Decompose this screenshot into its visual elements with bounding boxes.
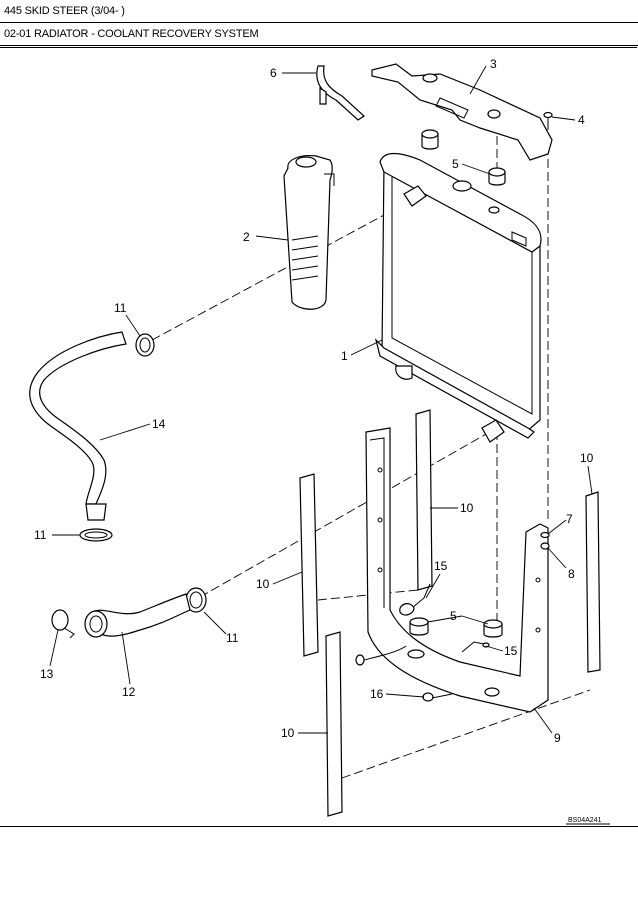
leader-lines xyxy=(49,65,593,734)
drawing-code: BS04A241 xyxy=(568,817,602,824)
callout-15-upper: 15 xyxy=(434,559,448,573)
hose-clamp-middle-part xyxy=(185,587,207,613)
callout-16: 16 xyxy=(370,687,384,701)
seal-strip-bottom-part xyxy=(325,631,343,817)
callout-15-lower: 15 xyxy=(504,644,518,658)
upper-radiator-hose-part xyxy=(29,331,127,521)
nut-part xyxy=(540,542,550,550)
callout-11-lower: 11 xyxy=(34,528,47,542)
mounting-bracket-part xyxy=(371,63,553,161)
diagram-frame xyxy=(0,47,637,903)
callout-10-bottom: 10 xyxy=(281,726,295,740)
ground-strap-part xyxy=(399,583,490,653)
washer-part xyxy=(540,531,550,539)
callout-labels: 6 3 4 5 2 1 11 14 11 10 10 7 8 10 15 5 1… xyxy=(34,57,594,745)
lower-radiator-hose-part xyxy=(84,593,191,638)
small-clamp-part xyxy=(51,609,75,639)
callout-10-right: 10 xyxy=(580,451,594,465)
callout-1: 1 xyxy=(341,349,348,363)
callout-10-center: 10 xyxy=(460,501,474,515)
callout-3: 3 xyxy=(490,57,497,71)
callout-2: 2 xyxy=(243,230,250,244)
callout-5-top: 5 xyxy=(452,157,459,171)
section-title: 02-01 RADIATOR - COOLANT RECOVERY SYSTEM xyxy=(0,23,638,46)
rubber-mount-top-part xyxy=(421,129,506,186)
callout-7: 7 xyxy=(566,512,573,526)
reservoir-ribs xyxy=(291,235,319,281)
callout-11-middle: 11 xyxy=(226,631,239,645)
callout-12: 12 xyxy=(122,685,136,699)
rubber-mount-bottom-part xyxy=(409,617,503,638)
callout-14: 14 xyxy=(152,417,166,431)
callout-5-bottom: 5 xyxy=(450,609,457,623)
radiator-part xyxy=(374,152,542,443)
callout-11-upper: 11 xyxy=(114,301,127,315)
hose-clip-part xyxy=(355,645,453,702)
callout-4: 4 xyxy=(578,113,585,127)
callout-10-left: 10 xyxy=(256,577,270,591)
bottom-rule xyxy=(0,826,638,827)
hose-clamp-upper-part xyxy=(135,333,155,357)
seal-strip-right-part xyxy=(585,491,601,673)
seal-strip-center-part xyxy=(415,409,433,591)
seal-strip-left-part xyxy=(299,473,319,657)
callout-8: 8 xyxy=(568,567,575,581)
header: 445 SKID STEER (3/04- ) 02-01 RADIATOR -… xyxy=(0,0,638,46)
small-hose-part xyxy=(316,65,365,121)
bolt-part xyxy=(543,111,553,130)
callout-13: 13 xyxy=(40,667,54,681)
callout-9: 9 xyxy=(554,731,561,745)
lower-frame-part xyxy=(365,427,549,713)
model-title: 445 SKID STEER (3/04- ) xyxy=(0,0,638,23)
hose-clamp-lower-part xyxy=(79,528,113,542)
callout-6: 6 xyxy=(270,66,277,80)
coolant-reservoir-part xyxy=(283,155,335,310)
